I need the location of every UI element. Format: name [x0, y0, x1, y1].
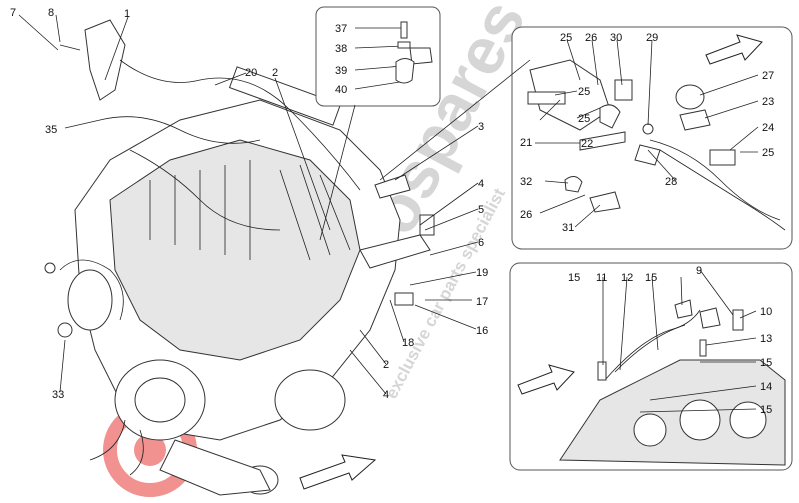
callout-30: 30	[610, 32, 622, 44]
callout-18: 18	[402, 337, 414, 349]
callout-21: 21	[520, 137, 532, 149]
inset-leader-lines	[535, 39, 759, 413]
callout-25a: 25	[560, 32, 572, 44]
callout-37: 37	[335, 23, 347, 35]
callout-25b: 25	[578, 86, 590, 98]
callout-15c: 15	[760, 357, 772, 369]
callout-26b: 26	[520, 209, 532, 221]
callout-5: 5	[478, 204, 484, 216]
callout-26a: 26	[585, 32, 597, 44]
callout-14: 14	[760, 381, 772, 393]
leader-lines	[18, 14, 479, 395]
callout-33: 33	[52, 389, 64, 401]
callout-8: 8	[48, 7, 54, 19]
callout-35: 35	[45, 124, 57, 136]
callout-15d: 15	[760, 404, 772, 416]
callout-2b: 2	[383, 359, 389, 371]
callout-19: 19	[476, 267, 488, 279]
callout-25d: 25	[762, 147, 774, 159]
callout-22: 22	[581, 138, 593, 150]
callout-15b: 15	[645, 272, 657, 284]
callout-7: 7	[10, 7, 16, 19]
callout-13: 13	[760, 333, 772, 345]
callout-11: 11	[596, 272, 607, 284]
callout-4b: 4	[383, 389, 389, 401]
callout-27: 27	[762, 70, 774, 82]
inset-bracket-detail	[379, 26, 793, 250]
arrow-left-icon	[299, 454, 377, 490]
callout-29: 29	[646, 32, 658, 44]
callout-25c: 25	[578, 113, 590, 125]
callout-1: 1	[124, 8, 130, 20]
callout-3: 3	[478, 121, 484, 133]
arrow-left-icon	[517, 364, 575, 395]
callout-39: 39	[335, 65, 347, 77]
callout-6: 6	[478, 237, 484, 249]
callout-17: 17	[476, 296, 488, 308]
callout-32: 32	[520, 176, 532, 188]
inset-harness-detail	[509, 262, 793, 471]
callout-20: 20	[245, 67, 257, 79]
callout-15a: 15	[568, 272, 580, 284]
callout-12: 12	[621, 272, 633, 284]
callout-labels: 7 8 1 20 2 35 3 4 5 6 19 17 16 18 2 4 33…	[10, 7, 774, 416]
callout-16: 16	[476, 325, 488, 337]
callout-40: 40	[335, 84, 347, 96]
callout-10: 10	[760, 306, 772, 318]
engine-assembly	[44, 19, 435, 496]
callout-4: 4	[478, 178, 484, 190]
inset-sensor-detail	[315, 6, 441, 241]
callout-9: 9	[696, 265, 702, 277]
arrow-left-icon	[705, 34, 763, 65]
callout-31: 31	[562, 222, 574, 234]
callout-24: 24	[762, 122, 774, 134]
callout-23: 23	[762, 96, 774, 108]
callout-28: 28	[665, 176, 677, 188]
callout-2: 2	[272, 67, 278, 79]
callout-38: 38	[335, 43, 347, 55]
